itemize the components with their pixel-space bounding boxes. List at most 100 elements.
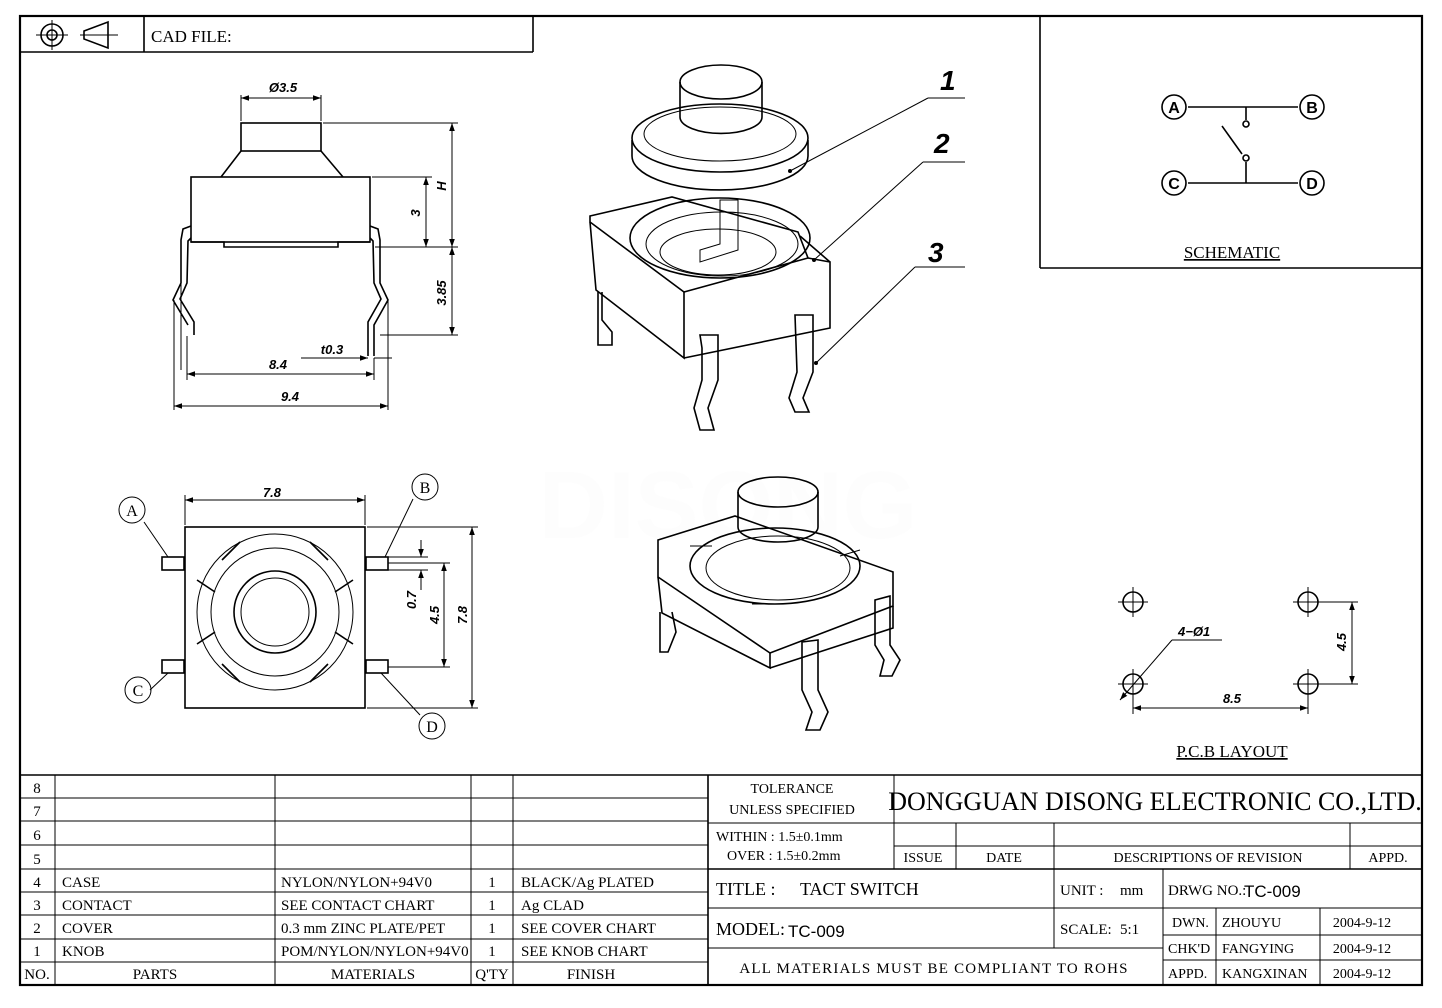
schematic-panel: A B C D SCHEMATIC	[1039, 16, 1422, 269]
drawing-frame	[18, 14, 1424, 987]
revision-date-header: DATE	[986, 851, 1022, 866]
tolerance-over: OVER : 1.5±0.2mm	[727, 849, 841, 864]
bom-empty-row-7: 7	[33, 804, 41, 820]
unit-value: mm	[1120, 883, 1144, 899]
top-pin-d: D	[418, 712, 446, 740]
svg-text:COVER: COVER	[62, 921, 113, 937]
callout-3: 3	[928, 237, 944, 268]
svg-text:B: B	[420, 480, 431, 497]
svg-text:D: D	[426, 719, 438, 736]
top-pin-b: B	[411, 473, 439, 501]
pcb-hole-tr	[1293, 587, 1323, 617]
pcb-dim-pitch-x: 8.5	[1223, 691, 1242, 706]
callout-1: 1	[940, 65, 956, 96]
dim-body-width: 7.8	[263, 485, 282, 500]
schematic-title: SCHEMATIC	[1184, 243, 1280, 262]
drawing-number-label: DRWG NO.:	[1168, 883, 1246, 899]
svg-text:1: 1	[488, 944, 496, 960]
bom-empty-row-8: 8	[33, 781, 41, 797]
pcb-hole-tl	[1118, 587, 1148, 617]
schematic-pin-d: D	[1299, 170, 1325, 196]
checked-by-date: 2004-9-12	[1333, 942, 1391, 957]
svg-text:D: D	[1306, 176, 1318, 193]
dim-pin-length: 3.85	[434, 280, 449, 306]
svg-text:0.3 mm ZINC PLATE/PET: 0.3 mm ZINC PLATE/PET	[281, 921, 445, 937]
dim-body-height: 3	[408, 209, 423, 217]
dim-pin-span-outer: 9.4	[281, 389, 300, 404]
bom-row-knob: 1 KNOB POM/NYLON/NYLON+94V0 1 SEE KNOB C…	[33, 944, 647, 960]
svg-text:CASE: CASE	[62, 875, 100, 891]
svg-text:POM/NYLON/NYLON+94V0: POM/NYLON/NYLON+94V0	[281, 944, 469, 960]
revision-description-header: DESCRIPTIONS OF REVISION	[1113, 851, 1302, 866]
title-block: TOLERANCE UNLESS SPECIFIED WITHIN : 1.5±…	[708, 774, 1422, 985]
scale-value: 5:1	[1120, 922, 1139, 938]
svg-text:4: 4	[33, 875, 41, 891]
approved-by-name: KANGXINAN	[1222, 967, 1308, 982]
svg-text:2: 2	[33, 921, 41, 937]
third-angle-projection-icon	[36, 20, 118, 50]
model-label: MODEL:	[716, 919, 785, 939]
svg-text:NO.: NO.	[24, 967, 49, 983]
scale-label: SCALE:	[1060, 922, 1112, 938]
drawn-by-name: ZHOUYU	[1222, 916, 1281, 931]
pcb-hole-spec: 4−Ø1	[1177, 624, 1210, 639]
rohs-note: ALL MATERIALS MUST BE COMPLIANT TO ROHS	[739, 961, 1128, 977]
revision-issue-header: ISSUE	[904, 851, 943, 866]
pcb-dim-pitch-y: 4.5	[1334, 632, 1349, 652]
top-pin-c: C	[124, 676, 152, 704]
bom-header-row: NO. PARTS MATERIALS Q'TY FINISH	[24, 967, 615, 983]
company-name: DONGGUAN DISONG ELECTRONIC CO.,LTD.	[888, 787, 1421, 816]
drawn-by-label: DWN.	[1172, 916, 1209, 931]
top-view: 7.8 0.7 4.5 7.8 A B C	[118, 473, 478, 740]
dim-body-length: 7.8	[455, 605, 470, 624]
dim-pin-width: 0.7	[404, 590, 419, 609]
svg-text:Ag CLAD: Ag CLAD	[521, 898, 584, 914]
checked-by-name: FANGYING	[1222, 942, 1294, 957]
schematic-pin-c: C	[1161, 170, 1187, 196]
revision-approved-header: APPD.	[1368, 851, 1407, 866]
approved-by-label: APPD.	[1168, 967, 1207, 982]
svg-text:1: 1	[488, 898, 496, 914]
tolerance-within: WITHIN : 1.5±0.1mm	[716, 830, 843, 845]
side-view: Ø3.5 H 3 3.85 t0.3 8.4 9.4	[172, 80, 458, 410]
approved-by-date: 2004-9-12	[1333, 967, 1391, 982]
drawn-by-date: 2004-9-12	[1333, 916, 1391, 931]
bom-empty-row-6: 6	[33, 828, 41, 844]
cad-file-label: CAD FILE:	[151, 27, 232, 46]
dim-pin-pitch: 4.5	[427, 605, 442, 625]
bom-empty-row-5: 5	[33, 852, 41, 868]
bom-row-contact: 3 CONTACT SEE CONTACT CHART 1 Ag CLAD	[33, 898, 584, 914]
svg-text:C: C	[1168, 176, 1180, 193]
svg-text:KNOB: KNOB	[62, 944, 105, 960]
drawing-number-value: TC-009	[1244, 882, 1301, 901]
bom-row-cover: 2 COVER 0.3 mm ZINC PLATE/PET 1 SEE COVE…	[33, 921, 656, 937]
assembled-view	[657, 476, 901, 731]
svg-text:1: 1	[33, 944, 41, 960]
svg-text:FINISH: FINISH	[567, 967, 616, 983]
callout-2: 2	[933, 128, 950, 159]
pcb-hole-bl	[1118, 669, 1148, 699]
top-pin-a: A	[118, 496, 146, 524]
svg-text:MATERIALS: MATERIALS	[331, 967, 415, 983]
checked-by-label: CHK'D	[1168, 942, 1210, 957]
tolerance-label: TOLERANCE	[751, 782, 834, 797]
exploded-view: 1 2 3	[589, 64, 965, 431]
svg-text:CONTACT: CONTACT	[62, 898, 132, 914]
dim-pin-span-inner: 8.4	[269, 357, 288, 372]
pcb-hole-br	[1293, 669, 1323, 699]
cad-header: CAD FILE:	[20, 16, 534, 53]
svg-text:B: B	[1306, 100, 1318, 117]
svg-text:SEE KNOB CHART: SEE KNOB CHART	[521, 944, 648, 960]
dim-knob-diameter: Ø3.5	[269, 80, 298, 95]
svg-text:BLACK/Ag PLATED: BLACK/Ag PLATED	[521, 875, 654, 891]
schematic-pin-b: B	[1299, 94, 1325, 120]
tolerance-unless: UNLESS SPECIFIED	[729, 803, 855, 818]
svg-text:Q'TY: Q'TY	[475, 967, 509, 983]
watermark: DISONG	[539, 452, 918, 559]
title-label: TITLE :	[716, 879, 775, 899]
svg-text:NYLON/NYLON+94V0: NYLON/NYLON+94V0	[281, 875, 432, 891]
bom-table: 8 7 6 5 4 CASE NYLON/NYLON+94V0 1 BLACK/…	[20, 774, 709, 985]
svg-text:A: A	[1168, 100, 1180, 117]
dim-thickness: t0.3	[321, 342, 344, 357]
